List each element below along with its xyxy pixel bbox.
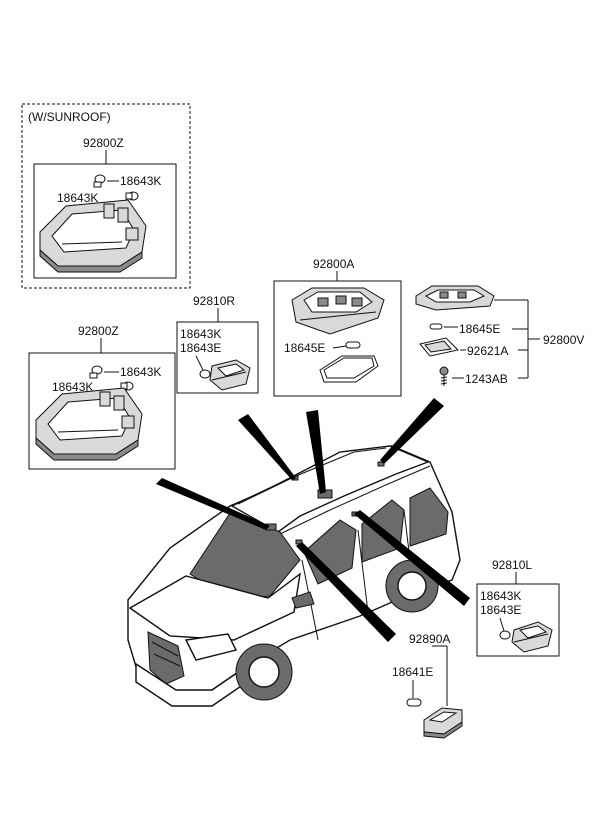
right-bulb-e-label: 18643E bbox=[180, 341, 221, 355]
left-bulb-e-label: 18643E bbox=[480, 603, 521, 617]
left-bulb-k-label: 18643K bbox=[480, 589, 521, 603]
front-assy-label: 92800Z bbox=[78, 324, 119, 338]
pointer-left-lamp bbox=[354, 510, 470, 606]
rear-assy-label: 92800V bbox=[543, 333, 584, 347]
left-room-lamp-icon bbox=[511, 621, 553, 653]
sunroof-overhead-console-icon bbox=[39, 199, 147, 273]
rear-bulb-label: 18645E bbox=[459, 322, 500, 336]
sunroof-bulb-a-icon bbox=[93, 174, 106, 188]
luggage-lamp-group: 92890A 18641E bbox=[392, 632, 463, 739]
rear-screw-icon bbox=[439, 366, 449, 386]
front-bulb-a-icon bbox=[89, 365, 103, 379]
center-map-lamp-icon bbox=[291, 287, 385, 335]
pointer-front-console bbox=[156, 478, 270, 530]
right-room-lamp-icon bbox=[209, 359, 251, 391]
pointer-center-console bbox=[306, 410, 326, 494]
rear-lens-icon bbox=[419, 337, 460, 357]
rear-lens-label: 92621A bbox=[467, 344, 508, 358]
left-lamp-label: 92810L bbox=[492, 558, 532, 572]
front-console-group: 92800Z 18643K 18643K bbox=[28, 324, 176, 470]
luggage-bulb-icon bbox=[406, 698, 422, 707]
sunroof-note-label: (W/SUNROOF) bbox=[28, 110, 111, 124]
sunroof-assy-label: 92800Z bbox=[83, 136, 124, 150]
rear-bulb-icon bbox=[429, 323, 443, 330]
pointer-rear-lamp bbox=[380, 398, 444, 464]
luggage-lamp-icon bbox=[423, 707, 463, 739]
right-bulb-k-label: 18643K bbox=[180, 327, 221, 341]
front-bulb-b-label: 18643K bbox=[52, 380, 93, 394]
pointer-wedges bbox=[156, 398, 470, 642]
front-bulb-b-icon bbox=[120, 381, 134, 391]
left-bulb-icon bbox=[499, 617, 511, 640]
center-bulb-label: 18645E bbox=[284, 341, 325, 355]
luggage-bulb-label: 18641E bbox=[392, 665, 433, 679]
center-bulb-icon bbox=[345, 341, 361, 349]
sunroof-bulb-a-label: 18643K bbox=[120, 174, 161, 188]
sunroof-bulb-b-icon bbox=[125, 191, 139, 201]
center-assy-label: 92800A bbox=[313, 257, 354, 271]
pointer-right-lamp bbox=[238, 414, 296, 480]
front-overhead-console-icon bbox=[35, 387, 143, 461]
rear-room-lamp-icon bbox=[415, 285, 495, 311]
center-lens-icon bbox=[319, 355, 379, 383]
right-bulb-icon bbox=[195, 355, 211, 379]
luggage-lamp-label: 92890A bbox=[409, 632, 450, 646]
left-lamp-group: 92810L 18643K 18643E bbox=[476, 558, 560, 657]
rear-lamp-group: 92800V 18645E 92621A 1243AB bbox=[415, 285, 584, 386]
right-lamp-label: 92810R bbox=[193, 294, 235, 308]
center-console-group: 92800A 18645E bbox=[273, 257, 402, 397]
front-bulb-a-label: 18643K bbox=[120, 365, 161, 379]
rear-screw-label: 1243AB bbox=[465, 372, 508, 386]
sunroof-group: (W/SUNROOF) 92800Z 18643K 18643K bbox=[21, 103, 191, 289]
pointer-luggage-lamp bbox=[296, 542, 396, 642]
suv-vehicle-illustration bbox=[127, 445, 461, 707]
sunroof-bulb-b-label: 18643K bbox=[57, 191, 98, 205]
right-lamp-group: 92810R 18643K 18643E bbox=[176, 294, 259, 394]
